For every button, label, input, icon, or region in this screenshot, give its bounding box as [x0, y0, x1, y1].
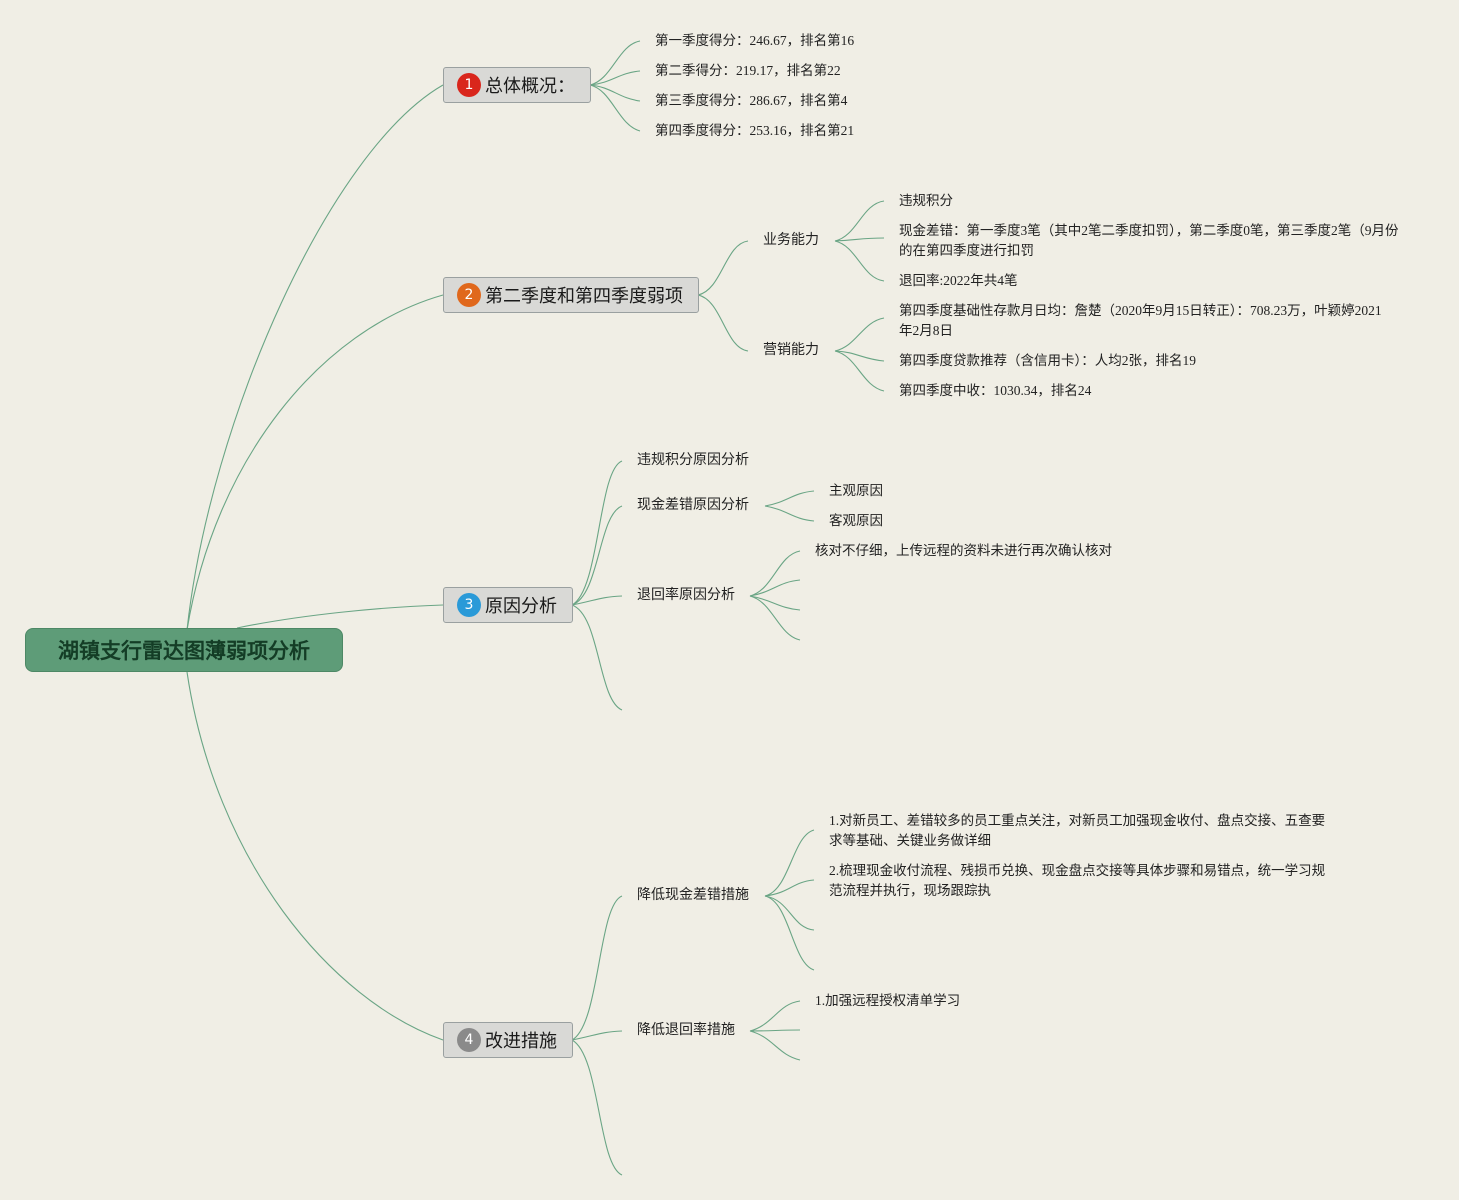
topic-label: 改进措施	[485, 1031, 557, 1051]
leaf-q4-score: 第四季度得分：253.16，排名第21	[655, 123, 855, 138]
subtopic-reduce-cash-errors[interactable]: 降低现金差错措施	[637, 888, 749, 903]
connector-t4g1-leaf4	[764, 895, 815, 971]
number-badge-icon: 2	[457, 283, 481, 307]
topic-weak-items[interactable]: 2 第二季度和第四季度弱项	[443, 277, 699, 313]
connector-t3g3-leaf3	[749, 595, 801, 611]
subtopic-violation-cause[interactable]: 违规积分原因分析	[637, 453, 749, 468]
connector-t3g3-leaf2	[749, 579, 801, 597]
connector-t2g2-leaf1	[834, 317, 885, 352]
number-badge-icon: 4	[457, 1028, 481, 1052]
leaf-cash-errors: 现金差错：第一季度3笔（其中2笔二季度扣罚），第二季度0笔，第三季度2笔（9月份…	[899, 223, 1399, 258]
leaf-q3-score: 第三季度得分：286.67，排名第4	[655, 93, 848, 108]
connector-root-topic4	[186, 671, 444, 1041]
leaf-q2-score: 第二季得分：219.17，排名第22	[655, 63, 841, 78]
connector-t4-g2	[571, 1030, 623, 1041]
connector-t3g3-leaf4	[749, 595, 801, 641]
subtopic-reduce-return-rate[interactable]: 降低退回率措施	[637, 1023, 735, 1038]
connector-t1-leaf4	[589, 84, 641, 132]
connector-root-topic2	[186, 294, 444, 631]
root-label: 湖镇支行雷达图薄弱项分析	[58, 639, 310, 663]
subtopic-business-ability[interactable]: 业务能力	[763, 233, 819, 248]
connector-t1-leaf3	[589, 84, 641, 102]
connector-t2g1-leaf1	[834, 200, 885, 242]
leaf-q1-score: 第一季度得分：246.67，排名第16	[655, 33, 855, 48]
connector-t3g3-leaf1	[749, 550, 801, 597]
connector-lines	[186, 40, 885, 1176]
number-badge-icon: 3	[457, 593, 481, 617]
topic-label: 总体概况：	[485, 76, 575, 96]
leaf-loan-referral: 第四季度贷款推荐（含信用卡）：人均2张，排名19	[899, 353, 1196, 368]
connector-t2g2-leaf3	[834, 350, 885, 392]
leaf-remote-auth-study: 1.加强远程授权清单学习	[815, 993, 961, 1008]
topic-improvements[interactable]: 4 改进措施	[443, 1022, 573, 1058]
connector-t4g2-leaf2	[749, 1029, 801, 1032]
connector-t3-g4	[571, 604, 623, 711]
connector-t2-g1	[697, 240, 749, 296]
leaf-violation-points: 违规积分	[899, 193, 953, 208]
topic-label: 第二季度和第四季度弱项	[485, 286, 683, 306]
connector-root-topic3	[236, 604, 444, 629]
leaf-fee-income: 第四季度中收：1030.34，排名24	[899, 383, 1092, 398]
subtopic-cash-error-cause[interactable]: 现金差错原因分析	[637, 498, 749, 513]
connector-t4g1-leaf3	[764, 895, 815, 931]
connector-root-topic1	[186, 84, 444, 631]
number-badge-icon: 1	[457, 73, 481, 97]
leaf-objective-cause: 客观原因	[829, 513, 883, 528]
connector-t2g1-leaf3	[834, 240, 885, 282]
connector-t2-g2	[697, 294, 749, 352]
connector-t4-g3	[571, 1039, 623, 1176]
connector-t4g1-leaf1	[764, 829, 815, 897]
connector-t1-leaf2	[589, 70, 641, 86]
root-node[interactable]: 湖镇支行雷达图薄弱项分析	[25, 628, 343, 672]
leaf-focus-new-staff: 1.对新员工、差错较多的员工重点关注，对新员工加强现金收付、盘点交接、五查要求等…	[829, 813, 1326, 848]
subtopic-marketing-ability[interactable]: 营销能力	[763, 343, 819, 358]
connector-t4g2-leaf1	[749, 1000, 801, 1032]
leaf-return-rate: 退回率:2022年共4笔	[899, 273, 1018, 288]
connector-t2g2-leaf2	[834, 350, 885, 362]
leaf-subjective-cause: 主观原因	[829, 483, 883, 498]
connector-t3g2-leaf1	[764, 490, 815, 507]
topic-label: 原因分析	[485, 596, 557, 616]
connector-t3-g1	[571, 460, 623, 606]
connector-t3g2-leaf2	[764, 505, 815, 522]
connector-t4-g1	[571, 895, 623, 1041]
connector-t1-leaf1	[589, 40, 641, 86]
topic-overview[interactable]: 1 总体概况：	[443, 67, 591, 103]
connector-t2g1-leaf2	[834, 237, 885, 242]
connector-t4g2-leaf3	[749, 1030, 801, 1061]
topic-cause-analysis[interactable]: 3 原因分析	[443, 587, 573, 623]
connector-t4g1-leaf2	[764, 879, 815, 897]
leaf-deposit-average: 第四季度基础性存款月日均：詹楚（2020年9月15日转正）：708.23万，叶颖…	[899, 303, 1382, 338]
subtopic-return-rate-cause[interactable]: 退回率原因分析	[637, 588, 735, 603]
leaf-careless-check: 核对不仔细，上传远程的资料未进行再次确认核对	[815, 543, 1112, 558]
connector-t3-g2	[571, 505, 623, 606]
leaf-standardize-process: 2.梳理现金收付流程、残损币兑换、现金盘点交接等具体步骤和易错点，统一学习规范流…	[829, 863, 1326, 898]
connector-t3-g3	[571, 595, 623, 606]
